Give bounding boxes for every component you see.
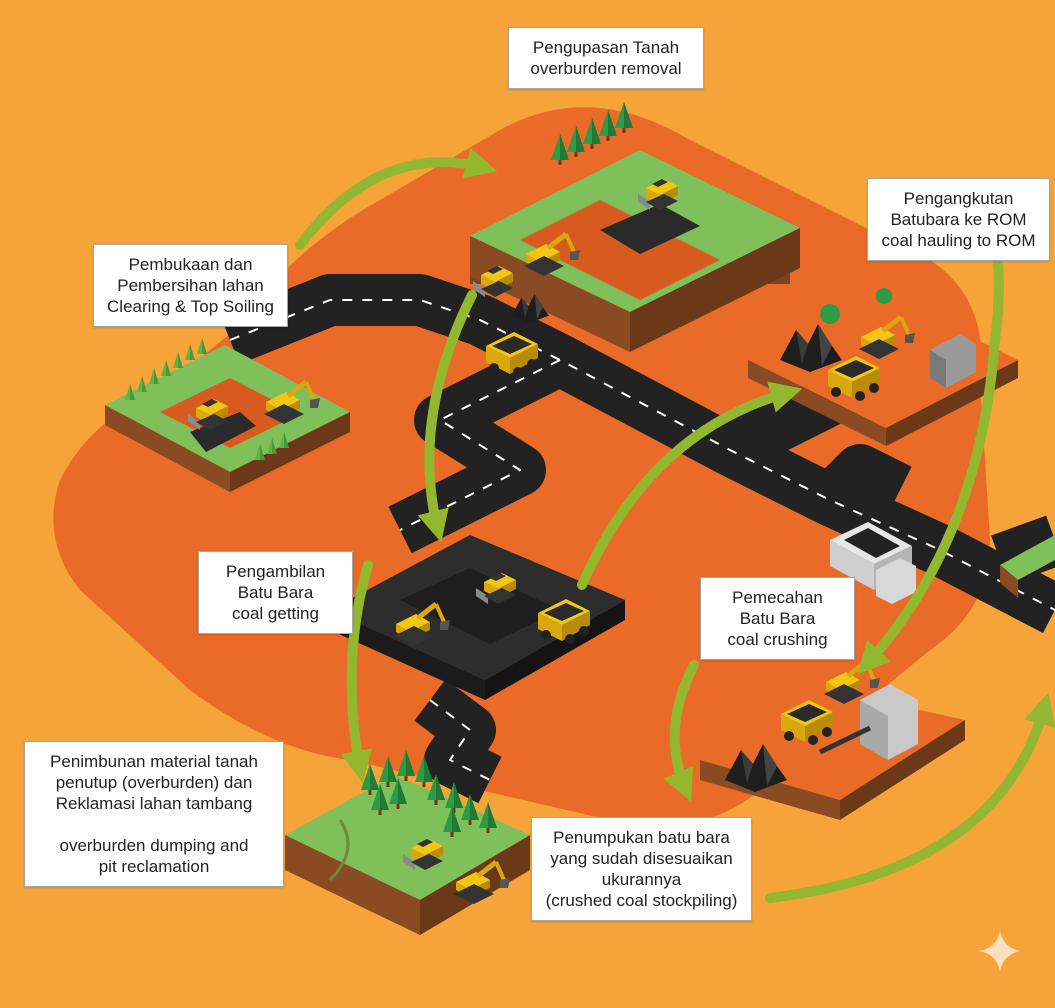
label-line: Penimbunan material tanah (50, 752, 258, 771)
label-line: coal crushing (727, 630, 828, 649)
label-line: penutup (overburden) dan (55, 773, 253, 792)
label-line: Reklamasi lahan tambang (55, 794, 253, 813)
label-line: pit reclamation (98, 857, 210, 876)
label-line: Batu Bara (739, 609, 816, 628)
label-line: Pengupasan Tanah (532, 38, 680, 57)
stage-label-clearing: Pembukaan dan Pembersihan lahan Clearing… (93, 244, 288, 327)
stage-label-dumping: Penimbunan material tanah penutup (overb… (24, 741, 284, 887)
stage-label-coal-getting: Pengambilan Batu Bara coal getting (198, 551, 353, 634)
label-line: Pengambilan (225, 562, 326, 581)
site-rom (748, 288, 1018, 446)
truck-on-road (830, 522, 916, 604)
label-line: overburden dumping and (59, 836, 249, 855)
label-line: coal hauling to ROM (881, 231, 1036, 250)
label-line: overburden removal (530, 59, 682, 78)
flow-arrows (295, 147, 1055, 903)
label-line: ukurannya (601, 870, 682, 889)
label-line: Pemecahan (732, 588, 823, 607)
site-overburden-removal (470, 102, 800, 352)
label-line: Batubara ke ROM (890, 210, 1027, 229)
site-reclamation (285, 750, 530, 935)
label-line: Penumpukan batu bara (553, 828, 730, 847)
label-line: Clearing & Top Soiling (107, 297, 274, 316)
stage-label-crushing: Pemecahan Batu Bara coal crushing (700, 577, 855, 660)
stage-label-stockpiling: Penumpukan batu bara yang sudah disesuai… (531, 817, 752, 921)
stage-label-hauling: Pengangkutan Batubara ke ROM coal haulin… (867, 178, 1050, 261)
site-clearing (105, 338, 350, 492)
sparkle-icon (979, 930, 1021, 972)
site-crushing (700, 662, 965, 820)
label-line: (crushed coal stockpiling) (545, 891, 738, 910)
label-line: Pembersihan lahan (117, 276, 264, 295)
label-line: yang sudah disesuaikan (550, 849, 733, 868)
label-line: Batu Bara (237, 583, 314, 602)
label-line: Pembukaan dan (128, 255, 253, 274)
stage-label-overburden-removal: Pengupasan Tanah overburden removal (508, 27, 704, 89)
label-gap (35, 814, 273, 835)
label-line: Pengangkutan (903, 189, 1014, 208)
site-coal-getting (330, 535, 625, 700)
site-edge (1000, 535, 1055, 598)
label-line: coal getting (232, 604, 319, 623)
